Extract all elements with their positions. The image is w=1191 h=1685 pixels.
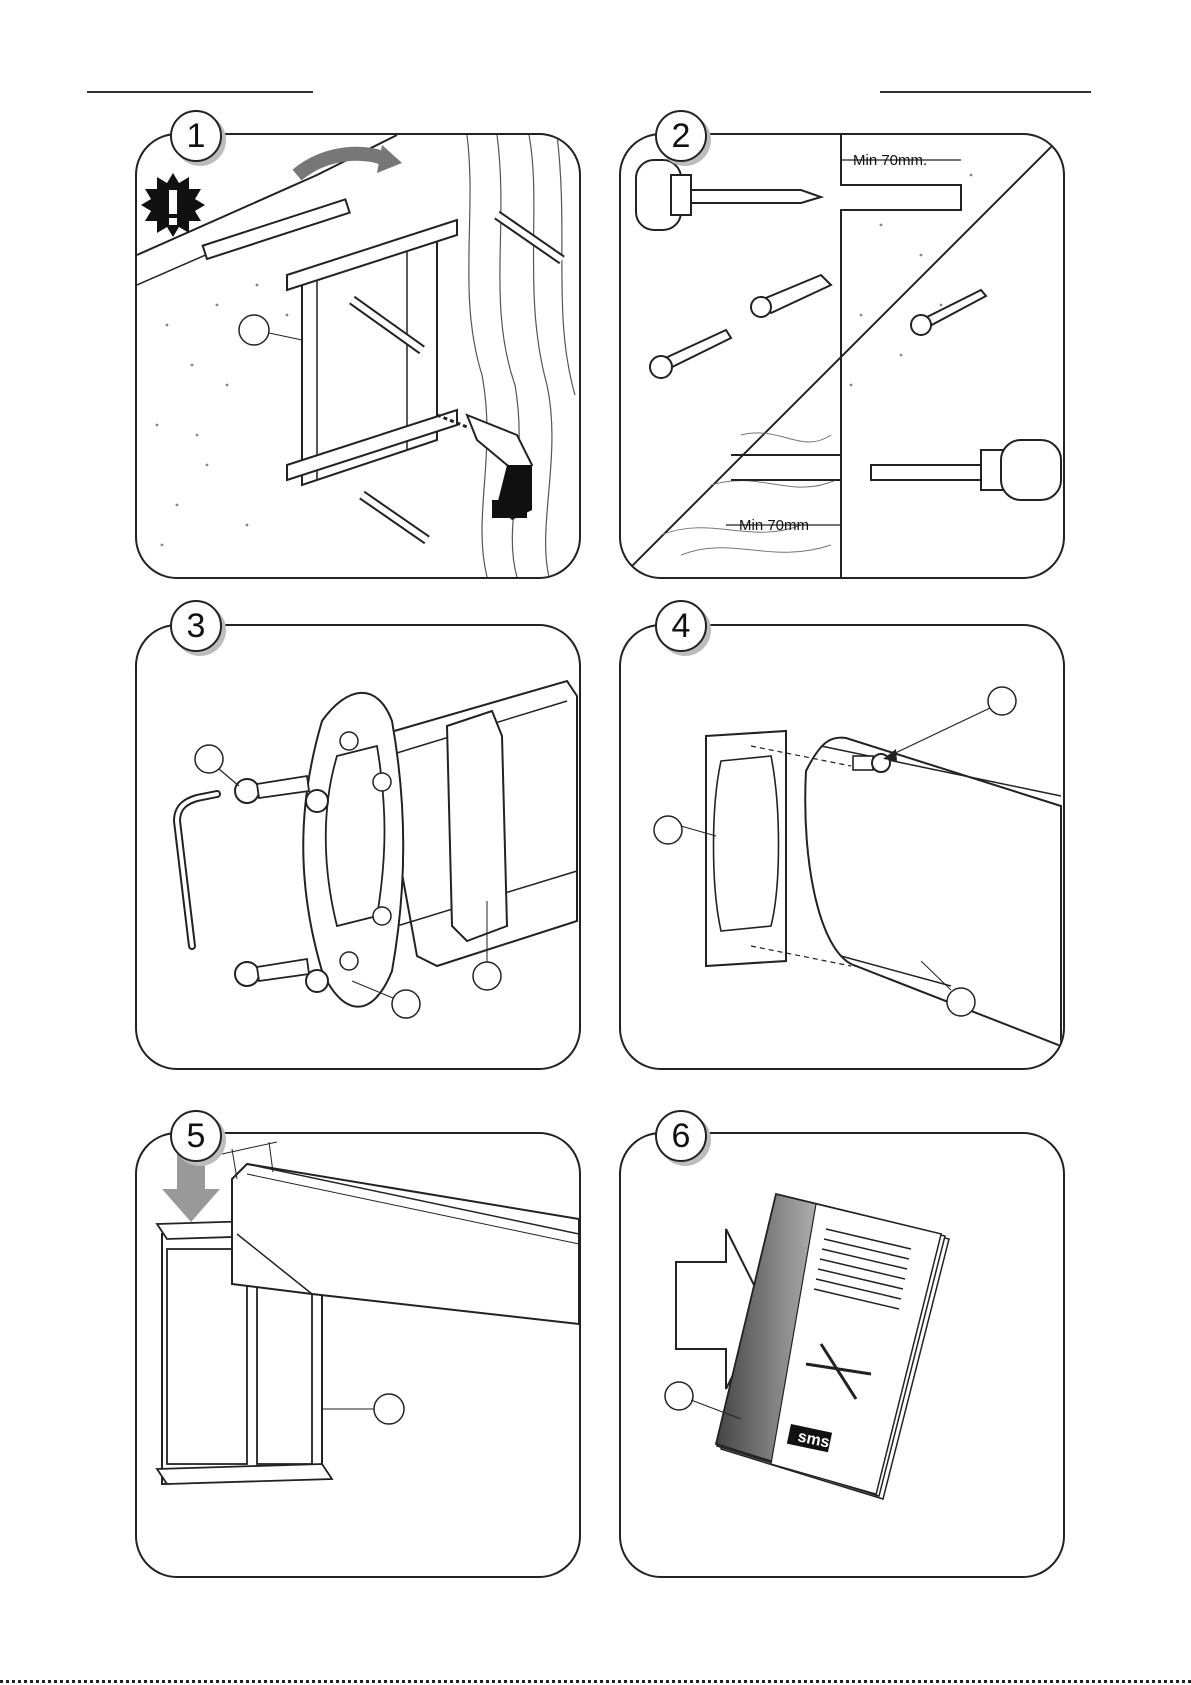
step-5-panel	[135, 1132, 581, 1578]
spirit-level-icon	[203, 199, 350, 259]
step-1-panel	[135, 133, 581, 579]
step-2-panel: Min 70mm. Min 70mm	[619, 133, 1065, 579]
step-3-panel	[135, 624, 581, 1070]
step-2-number: 2	[655, 110, 707, 162]
header-rule-left	[87, 91, 313, 93]
callout-circle	[195, 745, 223, 773]
step-4-illustration	[621, 626, 1063, 1068]
screw-icon	[853, 754, 890, 772]
step-3-number: 3	[170, 600, 222, 652]
step-3-illustration	[137, 626, 579, 1068]
callout-circle	[988, 687, 1016, 715]
warning-starburst-icon	[141, 173, 205, 237]
step-5-illustration	[137, 1134, 579, 1576]
callout-circle	[239, 315, 269, 345]
callout-circle	[374, 1394, 404, 1424]
step-1-illustration	[137, 135, 579, 577]
dimension-bottom-label: Min 70mm	[739, 517, 809, 534]
screw-icon	[636, 160, 821, 230]
dimension-top-label: Min 70mm.	[853, 152, 927, 169]
curved-arrow-icon	[297, 154, 387, 175]
step-4-number: 4	[655, 600, 707, 652]
step-5-number: 5	[170, 1110, 222, 1162]
step-6-illustration: sms	[621, 1134, 1063, 1576]
callout-circle	[665, 1382, 693, 1410]
step-6-number: 6	[655, 1110, 707, 1162]
manual-icon: sms	[716, 1194, 949, 1499]
wall-texture	[156, 284, 289, 547]
wall-plug-icon	[751, 275, 831, 317]
header-rule-right	[880, 91, 1091, 93]
step-4-panel	[619, 624, 1065, 1070]
step-6-panel: sms	[619, 1132, 1065, 1578]
power-drill-icon	[437, 415, 532, 520]
step-1-number: 1	[170, 110, 222, 162]
footer-rule	[0, 1680, 1191, 1683]
step-2-illustration: Min 70mm. Min 70mm	[621, 135, 1063, 577]
